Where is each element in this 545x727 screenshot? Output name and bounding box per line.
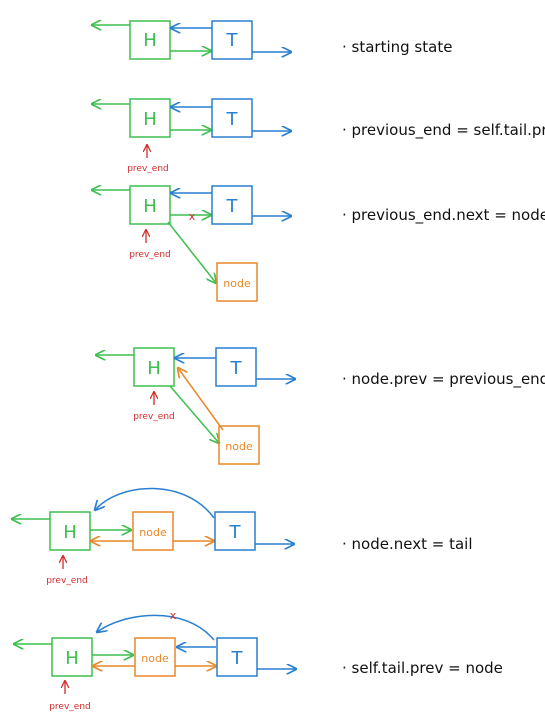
step-2-caption: · previous_end = self.tail.prev bbox=[342, 121, 545, 140]
step-6-tail-prev: H node x T prev_end · self.tail.prev = n… bbox=[14, 609, 503, 712]
head-label: H bbox=[143, 30, 157, 51]
cross-mark: x bbox=[170, 609, 177, 622]
head-label: H bbox=[143, 196, 157, 217]
old-tail-prev-curve-arrow bbox=[97, 614, 215, 641]
cross-mark: x bbox=[189, 210, 196, 223]
tail-prev-curve-arrow bbox=[95, 487, 215, 519]
tail-label: T bbox=[229, 522, 242, 543]
tail-label: T bbox=[230, 358, 243, 379]
head-box bbox=[133, 347, 175, 387]
head-box bbox=[129, 98, 171, 138]
step-5-caption: · node.next = tail bbox=[342, 535, 472, 553]
tail-box bbox=[211, 185, 253, 225]
node-box bbox=[216, 262, 258, 302]
tail-label: T bbox=[231, 648, 244, 669]
node-label: node bbox=[141, 652, 169, 665]
head-box bbox=[49, 511, 91, 551]
step-5-node-next: H node T prev_end · node.next = tail bbox=[12, 487, 472, 586]
head-label: H bbox=[147, 358, 161, 379]
step-3-previous-end-next: H x T node prev_end · previous_end.next … bbox=[92, 185, 545, 302]
head-label: H bbox=[65, 648, 79, 669]
node-label: node bbox=[223, 277, 251, 290]
head-box bbox=[129, 185, 171, 225]
head-box bbox=[129, 20, 171, 60]
prev-end-label: prev_end bbox=[133, 412, 175, 422]
node-box bbox=[218, 425, 260, 465]
node-box bbox=[132, 511, 174, 551]
head-label: H bbox=[63, 522, 77, 543]
step-1-starting-state: H T · starting state bbox=[92, 20, 452, 60]
node-label: node bbox=[139, 526, 167, 539]
step-6-caption: · self.tail.prev = node bbox=[342, 659, 503, 677]
head-to-node-arrow bbox=[169, 385, 219, 443]
head-to-node-arrow bbox=[167, 221, 216, 283]
step-3-caption: · previous_end.next = node bbox=[342, 206, 545, 225]
step-1-caption: · starting state bbox=[342, 38, 452, 56]
prev-end-label: prev_end bbox=[49, 702, 91, 712]
node-box bbox=[134, 637, 176, 677]
tail-label: T bbox=[226, 109, 239, 130]
head-label: H bbox=[143, 109, 157, 130]
head-box bbox=[51, 637, 93, 677]
prev-end-label: prev_end bbox=[129, 250, 171, 260]
tail-box bbox=[211, 98, 253, 138]
step-4-caption: · node.prev = previous_end bbox=[342, 370, 545, 389]
tail-label: T bbox=[226, 30, 239, 51]
prev-end-label: prev_end bbox=[127, 164, 169, 174]
tail-box bbox=[211, 20, 253, 60]
tail-box bbox=[214, 511, 256, 551]
step-2-previous-end: H T prev_end · previous_end = self.tail.… bbox=[92, 98, 545, 174]
tail-box bbox=[216, 637, 258, 677]
tail-box bbox=[215, 347, 257, 387]
prev-end-label: prev_end bbox=[46, 576, 88, 586]
tail-label: T bbox=[226, 196, 239, 217]
node-label: node bbox=[225, 440, 253, 453]
step-4-node-prev: H T node prev_end · node.prev = previous… bbox=[96, 347, 545, 465]
node-to-head-arrow bbox=[178, 368, 224, 431]
